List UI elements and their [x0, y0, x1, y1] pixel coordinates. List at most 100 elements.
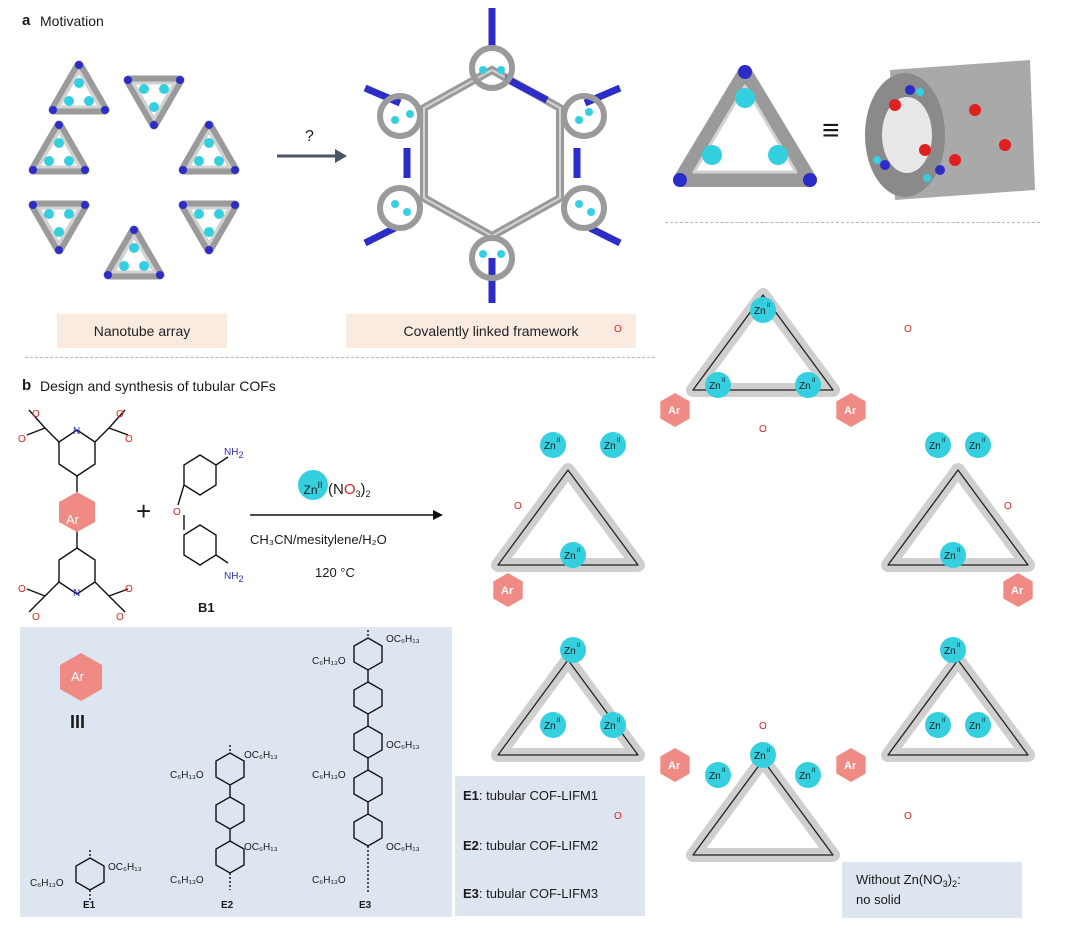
zinc-label: Zn: [929, 721, 941, 732]
svg-text:O: O: [18, 584, 26, 595]
legend-item-e1: E1: tubular COF-LIFM1: [463, 788, 599, 803]
panel-a-title: Motivation: [40, 13, 104, 29]
e1-oc6h13: OC₆H₁₃: [108, 862, 142, 873]
arrow-right-icon: [277, 149, 347, 163]
zinc-node: [925, 712, 951, 738]
ar-linker-label: Ar: [668, 405, 681, 417]
oxygen-atom: O: [759, 424, 767, 435]
ar-linker-label: Ar: [668, 760, 681, 772]
reaction-arrow-icon: [250, 510, 443, 520]
zinc-label: Zn: [544, 441, 556, 452]
zinc-label: Zn: [754, 751, 766, 762]
ar-linker: [660, 748, 690, 782]
zinc-node: [540, 712, 566, 738]
zinc-node: [560, 542, 586, 568]
cage-shadow: [491, 653, 645, 762]
e1-c6h13o: C₆H₁₃O: [30, 878, 64, 889]
zinc-sup: II: [812, 768, 816, 774]
oxygen-atom: O: [904, 811, 912, 822]
e2-oc6h13-bottom: OC₆H₁₃: [244, 842, 278, 853]
ar-linker: [660, 393, 690, 427]
zinc-sup: II: [812, 378, 816, 384]
svg-text:O: O: [116, 612, 124, 623]
zinc-sup: II: [942, 438, 946, 444]
panel-b-letter: b: [22, 377, 32, 394]
zinc-sup: II: [767, 748, 771, 754]
zinc-label: Zn: [564, 551, 576, 562]
svg-text:O: O: [125, 584, 133, 595]
zinc-label: Zn: [604, 441, 616, 452]
question-mark: ?: [305, 128, 314, 145]
zinc-node: [795, 372, 821, 398]
cage-bond: [692, 759, 834, 856]
oxygen-atom: O: [514, 501, 522, 512]
separator-middle: [25, 357, 655, 358]
zinc-sup: II: [982, 438, 986, 444]
zinc-sup: II: [722, 768, 726, 774]
panel-b-title: Design and synthesis of tubular COFs: [40, 378, 276, 394]
e3-oc6h13-3: OC₆H₁₃: [386, 842, 420, 853]
zinc-sup: II: [557, 718, 561, 724]
ar-linker-label: Ar: [1011, 585, 1024, 597]
oxygen-atom: O: [614, 811, 622, 822]
e1-structure: [75, 850, 105, 900]
plus-sign: +: [136, 496, 152, 526]
monomer-ar-label: Ar: [66, 512, 79, 527]
cage-bond: [497, 659, 639, 756]
zinc-node: [750, 742, 776, 768]
zinc-node: [965, 712, 991, 738]
ar-linker: [836, 393, 866, 427]
cage-bond: [692, 294, 834, 391]
nanotube-array-label: Nanotube array: [57, 314, 227, 348]
svg-text:O: O: [32, 612, 40, 623]
zinc-label: Zn: [944, 551, 956, 562]
zinc-label: Zn: [564, 646, 576, 657]
cage-bond: [887, 659, 1029, 756]
cage-shadow: [881, 653, 1035, 762]
cof-legend-box: E1: tubular COF-LIFM1 E2: tubular COF-LI…: [455, 776, 645, 916]
zinc-sup: II: [957, 548, 961, 554]
e3-c6h13o-3: C₆H₁₃O: [312, 875, 346, 886]
zinc-label: Zn: [709, 771, 721, 782]
framework-label: Covalently linked framework: [346, 314, 636, 348]
oxygen-atom: O: [1004, 501, 1012, 512]
zinc-node: [705, 762, 731, 788]
zinc-label: Zn: [604, 721, 616, 732]
e3-c6h13o-1: C₆H₁₃O: [312, 656, 346, 667]
zinc-label: Zn: [544, 721, 556, 732]
zinc-label: Zn: [944, 646, 956, 657]
e2-oc6h13-top: OC₆H₁₃: [244, 750, 278, 761]
svg-text:N: N: [73, 426, 80, 437]
equivalence-symbol: ≡: [822, 114, 840, 147]
e3-oc6h13-2: OC₆H₁₃: [386, 740, 420, 751]
ar-hexagon-icon: [60, 653, 102, 701]
nh2-bottom-label: NH2: [224, 571, 244, 584]
svg-text:O: O: [125, 434, 133, 445]
zinc-node: [965, 432, 991, 458]
e2-c6h13o-bottom: C₆H₁₃O: [170, 875, 204, 886]
zinc-node: [705, 372, 731, 398]
no-solid-line2: no solid: [856, 892, 901, 907]
zinc-label: Zn: [799, 771, 811, 782]
zinc-sup: II: [767, 303, 771, 309]
svg-text:O: O: [173, 507, 181, 518]
oxygen-atom: O: [904, 324, 912, 335]
zinc-node: [540, 432, 566, 458]
no-solid-note: Without Zn(NO3)2: no solid: [842, 862, 1022, 918]
e1-label: E1: [83, 900, 96, 911]
ar-linker-label: Ar: [844, 405, 857, 417]
e2-label: E2: [221, 900, 234, 911]
zinc-label: Zn: [929, 441, 941, 452]
zinc-sup: II: [942, 718, 946, 724]
ar-linker-label: Ar: [844, 760, 857, 772]
nh2-top-label: NH2: [224, 447, 244, 460]
zinc-node: [600, 432, 626, 458]
e3-oc6h13-1: OC₆H₁₃: [386, 634, 420, 645]
zinc-node: [560, 637, 586, 663]
oxygen-atom: O: [614, 324, 622, 335]
ar-box-label: Ar: [71, 669, 84, 684]
legend-item-e2: E2: tubular COF-LIFM2: [463, 838, 599, 853]
e3-structure: [353, 630, 383, 892]
